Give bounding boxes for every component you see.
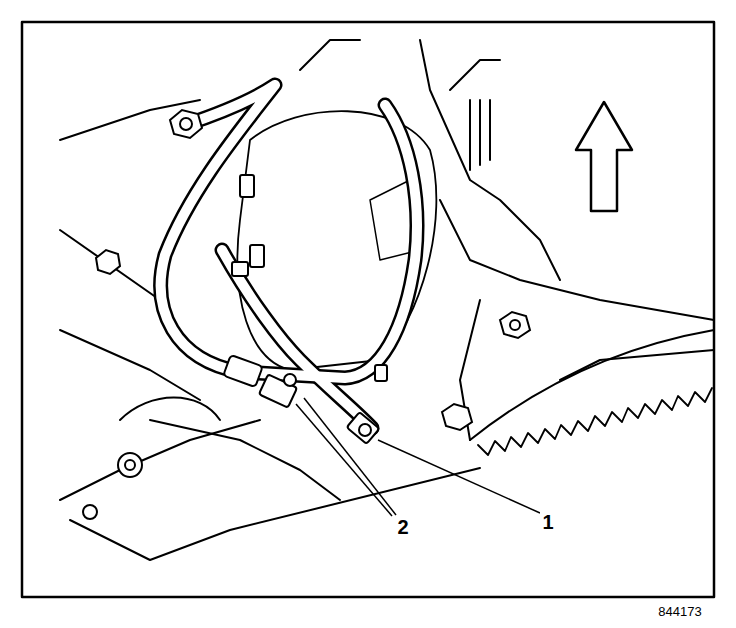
leader-line — [296, 404, 392, 516]
leader-line — [378, 440, 540, 513]
callout-number: 2 — [395, 516, 410, 538]
callout-number: 1 — [540, 511, 555, 533]
figure-number: 844173 — [656, 605, 703, 619]
leader-line — [304, 398, 396, 515]
